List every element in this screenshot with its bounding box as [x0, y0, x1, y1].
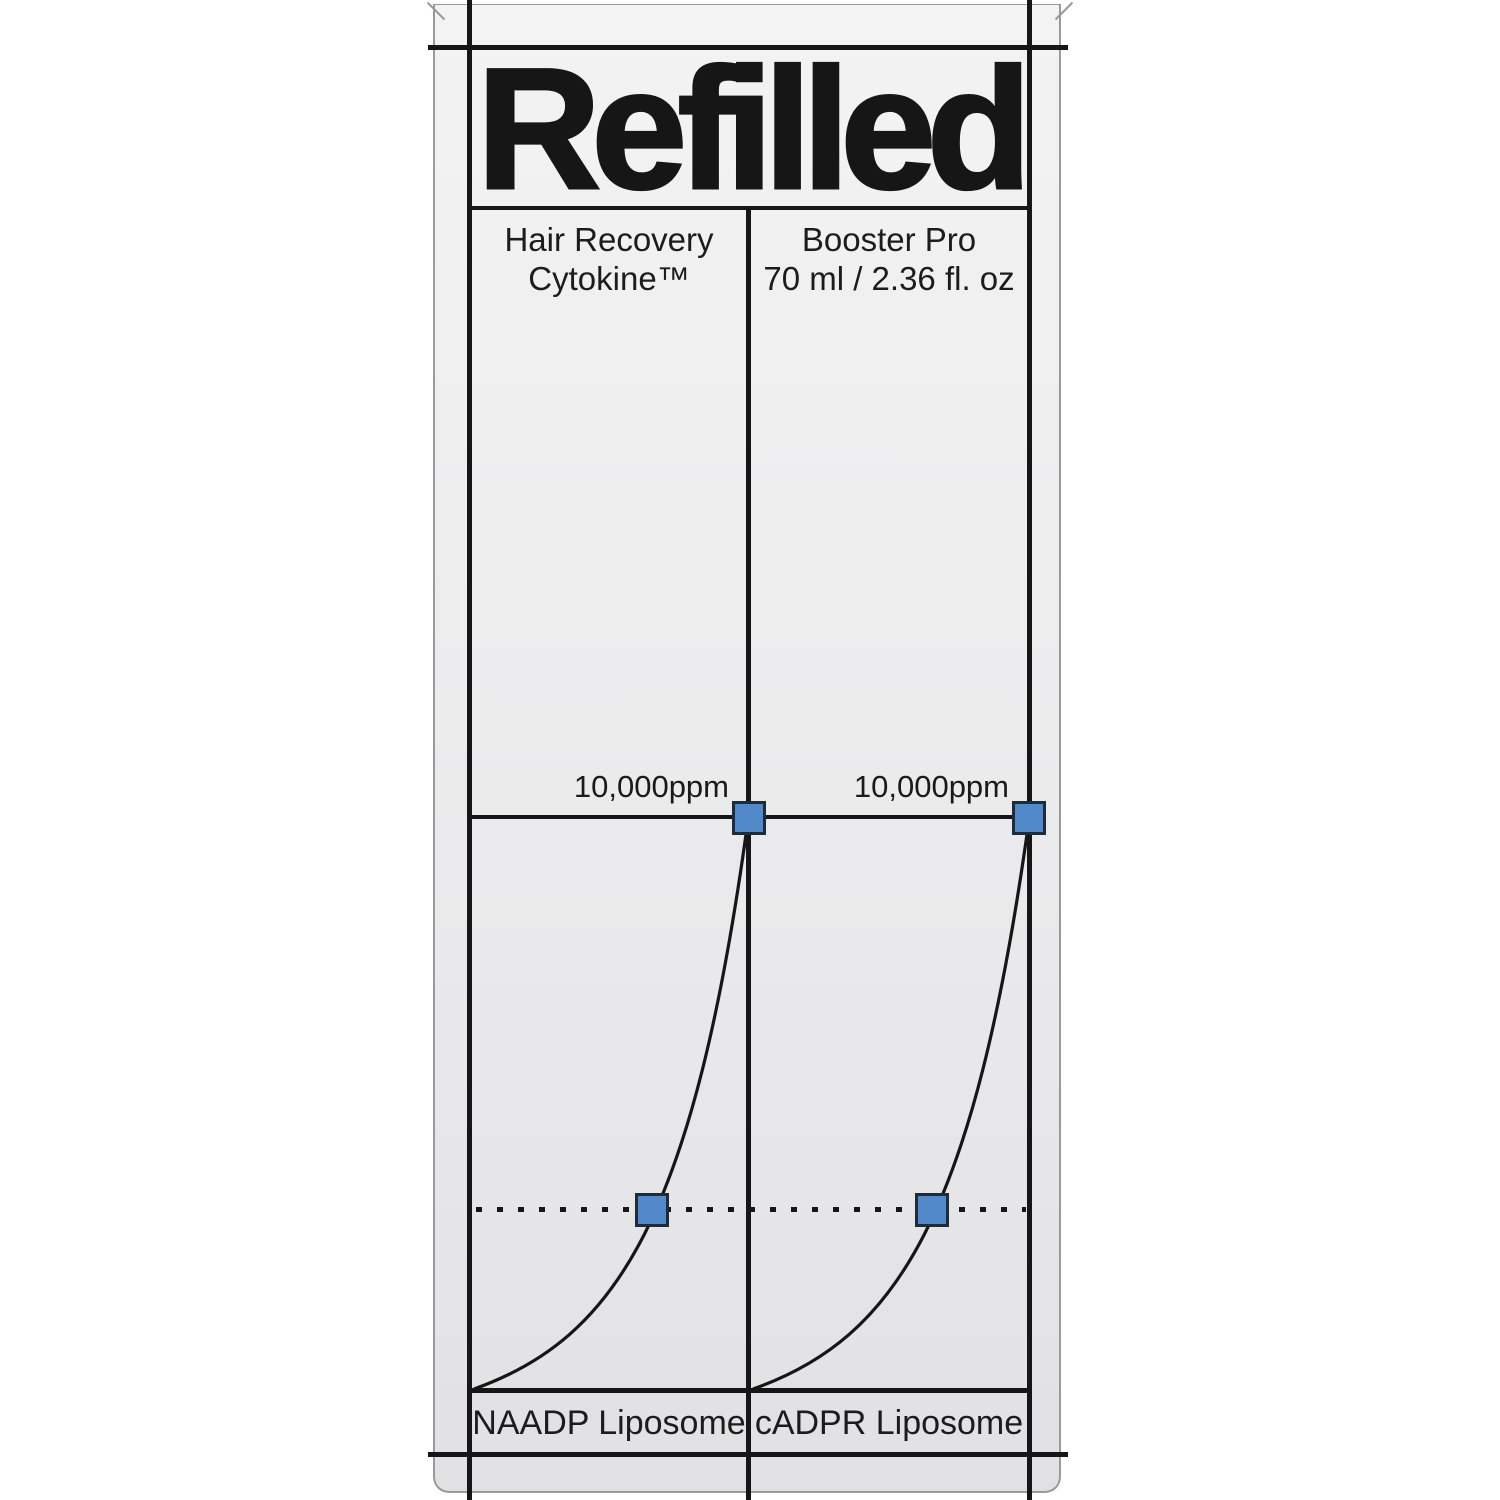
fold-line-vertical-right	[1027, 0, 1032, 1500]
ingredient-label-right: cADPR Liposome	[754, 1403, 1024, 1442]
plot-baseline	[472, 1388, 1027, 1393]
fold-line-vertical-left	[467, 0, 472, 1500]
panel-title-line: Hair Recovery	[504, 221, 714, 258]
panel-title-line: Booster Pro	[801, 221, 977, 258]
data-marker-mid-right	[915, 1193, 949, 1227]
panel-title-left: Hair Recovery Cytokine™	[472, 220, 746, 298]
fold-line-top	[428, 45, 1068, 50]
dotted-threshold-line	[476, 1207, 1026, 1212]
concentration-label-left: 10,000ppm	[573, 769, 729, 804]
panel-title-line: Cytokine™	[528, 260, 690, 297]
panel-title-line: 70 ml / 2.36 fl. oz	[763, 260, 1015, 297]
data-marker-mid-left	[635, 1193, 669, 1227]
brand-logo: Refilled	[475, 33, 1033, 225]
ingredient-label-left: NAADP Liposome	[472, 1403, 746, 1442]
panel-title-right: Booster Pro 70 ml / 2.36 fl. oz	[751, 220, 1027, 298]
concentration-label-right: 10,000ppm	[853, 769, 1009, 804]
data-marker-peak-right	[1012, 801, 1046, 835]
fold-line-bottom	[428, 1452, 1068, 1457]
data-marker-peak-left	[732, 801, 766, 835]
column-divider	[746, 206, 751, 1500]
